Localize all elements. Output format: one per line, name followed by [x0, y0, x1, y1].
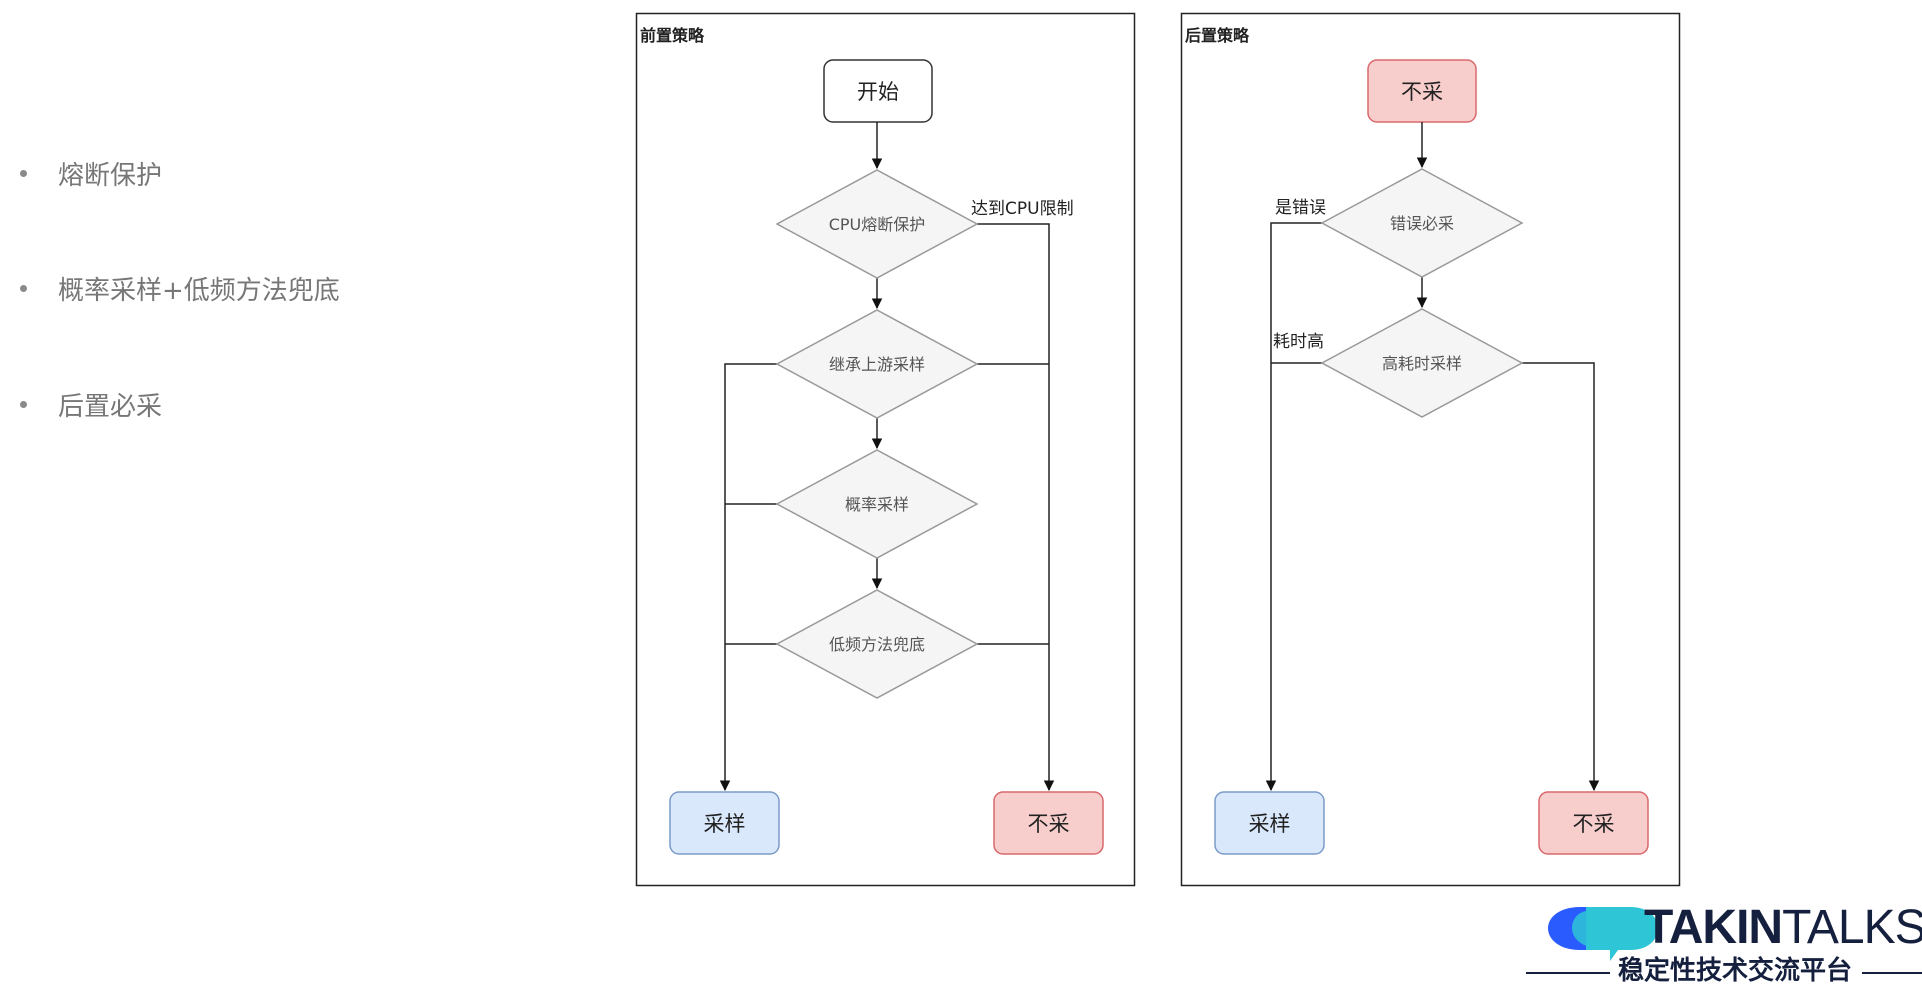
bullet-text: 概率采样+低频方法兜底 [58, 275, 340, 306]
outcome-sample-box [1214, 791, 1325, 855]
logo-brand-bold: TAKIN [1644, 901, 1783, 954]
speech-bubble-logo-icon [1548, 907, 1658, 961]
decision-label: CPU熔断保护 [829, 215, 926, 234]
bullet-item: 后置必采 [18, 387, 163, 422]
connector-sample [719, 363, 777, 792]
outcome-sample-box [669, 791, 780, 855]
outcome-nosample-box [1538, 791, 1649, 855]
logo-wordmark: TAKINTALKS [1644, 901, 1922, 955]
decision-label: 概率采样 [845, 495, 909, 514]
logo-divider-left [1526, 972, 1610, 974]
outcome-nosample-label: 不采 [1573, 812, 1615, 836]
pre-strategy-title: 前置策略 [640, 26, 705, 45]
logo-subtitle: 稳定性技术交流平台 [1618, 956, 1853, 986]
bullet-dot-icon [20, 400, 27, 408]
decision-node: 概率采样 [775, 449, 979, 559]
start-nosample-label: 不采 [1401, 80, 1443, 104]
bullet-text: 熔断保护 [58, 160, 163, 191]
decision-label: 错误必采 [1390, 214, 1454, 233]
decision-node: 错误必采 [1320, 168, 1524, 278]
post-strategy-diagram: 后置策略 不采 错误必采 高耗时采样 是错误 耗时高 采样 不采 [1180, 12, 1681, 887]
bullet-dot-icon [20, 169, 27, 177]
pre-strategy-diagram: 前置策略 开始 CPU熔断保护 继承上游采样 [635, 12, 1136, 887]
edge-label-cpu-limit: 达到CPU限制 [971, 199, 1074, 219]
takintalks-logo: TAKINTALKS 稳定性技术交流平台 [1520, 895, 1922, 992]
decision-label: 高耗时采样 [1382, 354, 1462, 373]
bullet-item: 概率采样+低频方法兜底 [18, 271, 340, 306]
bullet-text: 后置必采 [58, 391, 163, 422]
decision-label: 继承上游采样 [829, 355, 925, 374]
post-strategy-frame [1180, 12, 1681, 887]
edge-label-slow: 耗时高 [1273, 332, 1324, 352]
decision-diamond [1320, 308, 1524, 418]
bullet-item: 熔断保护 [18, 156, 163, 191]
pre-connectors [719, 122, 1055, 792]
connector-cpu-limit [977, 223, 1055, 792]
edge-label-error: 是错误 [1275, 198, 1326, 218]
decision-diamond [1320, 168, 1524, 278]
decision-node: CPU熔断保护 [775, 169, 979, 279]
start-node [823, 59, 933, 123]
decision-diamond [775, 309, 979, 419]
post-strategy-title: 后置策略 [1185, 26, 1250, 45]
decision-label: 低频方法兜底 [829, 635, 925, 654]
outcome-sample-label: 采样 [1249, 812, 1291, 836]
decision-node: 高耗时采样 [1320, 308, 1524, 418]
post-connectors [1265, 122, 1600, 792]
decision-node: 低频方法兜底 [775, 589, 979, 699]
decision-node: 继承上游采样 [775, 309, 979, 419]
outcome-sample-label: 采样 [704, 812, 746, 836]
outcome-nosample-box [993, 791, 1104, 855]
start-node-label: 开始 [857, 80, 899, 104]
decision-diamond [775, 589, 979, 699]
decision-diamond [775, 169, 979, 279]
logo-divider-right [1862, 972, 1922, 974]
decision-diamond [775, 449, 979, 559]
bullet-dot-icon [20, 284, 27, 292]
connector-nosample [1522, 362, 1600, 792]
outcome-nosample-label: 不采 [1028, 812, 1070, 836]
connector-error [1265, 222, 1322, 792]
pre-strategy-frame [635, 12, 1136, 887]
logo-brand-light: TALKS [1782, 901, 1922, 954]
